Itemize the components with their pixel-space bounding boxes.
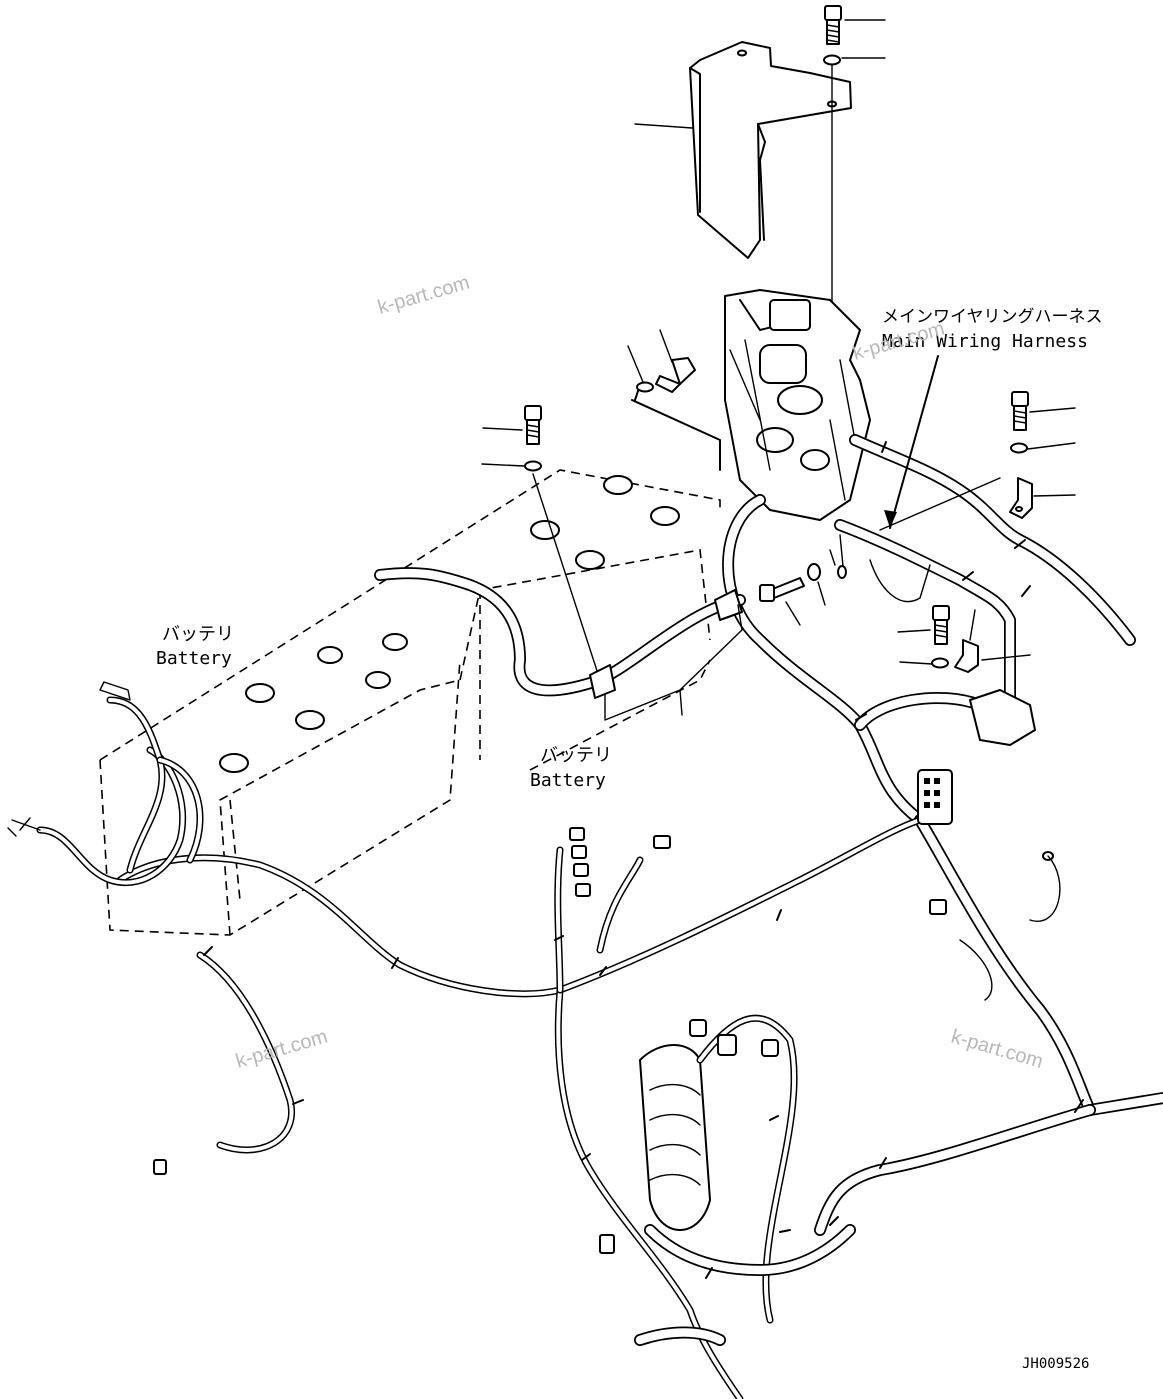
- washer-icon: [1010, 442, 1028, 454]
- harness-leader: [889, 355, 939, 529]
- battery-center-label-en: Battery: [530, 770, 606, 791]
- washer-icon: [636, 381, 654, 393]
- clamp-icon: [203, 441, 1084, 1279]
- connector-icon: [917, 689, 1036, 825]
- watermark: k-part.com: [949, 1026, 1046, 1073]
- bolt-icon: [759, 577, 805, 602]
- harness-lower: [116, 816, 924, 1399]
- bolt-icon: [932, 605, 950, 645]
- loose-connectors: [153, 559, 1061, 1175]
- cover-plate-icon: [689, 41, 852, 259]
- drawing-number: JH009526: [1022, 1356, 1089, 1372]
- washer-icon: [823, 54, 841, 66]
- washer-icon: [524, 460, 542, 472]
- bracket-icon: [954, 639, 979, 673]
- battery-caps: [219, 475, 680, 773]
- washer-icon: [931, 657, 949, 669]
- relay-block: [631, 289, 871, 521]
- watermark: k-part.com: [375, 272, 472, 319]
- harness-arrow-icon: [884, 510, 897, 528]
- harness-main: [374, 434, 1163, 1236]
- bolt-icon: [524, 405, 542, 445]
- battery-left-label-jp: バッテリ: [162, 624, 234, 645]
- harness-label-jp: メインワイヤリングハーネス: [882, 307, 1103, 327]
- connector-bundle: [599, 1014, 856, 1346]
- harness-label-en: Main Wiring Harness: [882, 331, 1088, 352]
- washer-icon: [807, 563, 821, 581]
- battery-cables-left: [7, 681, 204, 887]
- battery-left-label-en: Battery: [156, 648, 232, 669]
- band-clamp: [589, 589, 743, 721]
- battery-center-label-jp: バッテリ: [540, 745, 612, 766]
- watermark: k-part.com: [233, 1026, 330, 1073]
- bracket-icon: [1009, 477, 1033, 519]
- bolt-icon: [655, 357, 696, 393]
- bolt-icon: [824, 5, 842, 45]
- bolt-icon: [1011, 391, 1029, 431]
- battery-box-left: [99, 469, 721, 936]
